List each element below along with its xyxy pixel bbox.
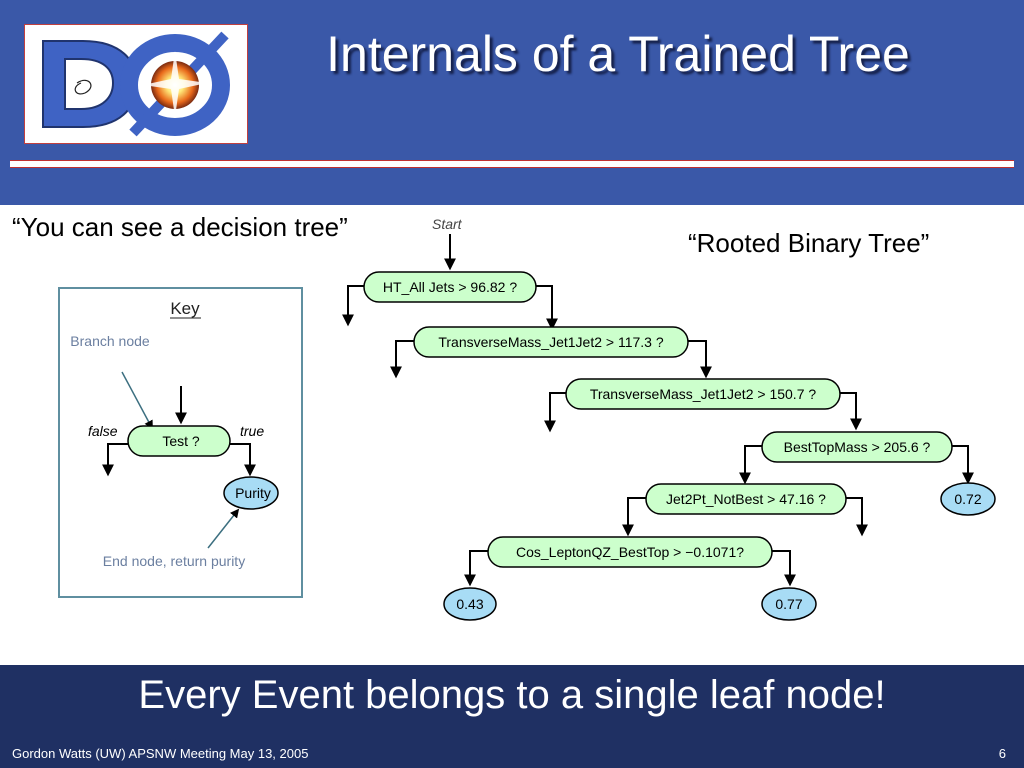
- node3-true-connector: [840, 392, 862, 431]
- bottom-banner: [0, 665, 1024, 768]
- tree-start-label: Start: [432, 216, 463, 232]
- node5-false-connector: [622, 497, 646, 537]
- tree-node: [487, 536, 773, 568]
- tree-leaf: [443, 587, 497, 621]
- d0-logo: DØ: [24, 24, 248, 144]
- tree-node-label: BestTopMass > 205.6 ?: [784, 439, 931, 455]
- key-false-label: false: [88, 423, 118, 439]
- node6-false-connector: [464, 550, 488, 587]
- key-leaf-node-label: Purity: [235, 485, 271, 501]
- node1-true-connector: [536, 285, 558, 331]
- tree-node-label: Cos_LeptonQZ_BestTop > −0.1071?: [516, 544, 744, 560]
- tree-node: [565, 378, 841, 410]
- node6-true-connector: [772, 550, 796, 587]
- key-true-connector: [230, 443, 256, 477]
- key-branch-pointer: [121, 371, 153, 430]
- quote-rooted-binary-tree: “Rooted Binary Tree”: [688, 228, 930, 258]
- tree-node-label: HT_All Jets > 96.82 ?: [383, 279, 517, 295]
- key-true-label: true: [240, 423, 264, 439]
- node4-false-connector: [739, 445, 762, 485]
- key-end-label: End node, return purity: [103, 553, 245, 569]
- tree-node: [761, 431, 953, 463]
- key-leaf-node: [223, 476, 279, 510]
- banner-text: Every Event belongs to a single leaf nod…: [138, 673, 886, 717]
- tree-node-label: TransverseMass_Jet1Jet2 > 150.7 ?: [590, 386, 817, 402]
- key-branch-label: Branch node: [70, 333, 150, 349]
- tree-node: [363, 271, 537, 303]
- key-box: Key Branch node false true Test ? Purity…: [58, 287, 303, 598]
- tree-node-label: Jet2Pt_NotBest > 47.16 ?: [666, 491, 826, 507]
- tree-leaf: [761, 587, 817, 621]
- header-divider: [10, 160, 1014, 168]
- tree-leaf-label: 0.72: [954, 491, 981, 507]
- key-end-pointer: [207, 508, 240, 549]
- tree-node: [413, 326, 689, 358]
- node4-true-connector: [952, 445, 974, 485]
- quote-decision-tree: “You can see a decision tree”: [12, 212, 348, 242]
- footer-credit: Gordon Watts (UW) APSNW Meeting May 13, …: [12, 746, 309, 761]
- tree-branch-nodes: HT_All Jets > 96.82 ? TransverseMass_Jet…: [363, 271, 953, 568]
- tree-leaf: [940, 482, 996, 516]
- key-false-connector: [102, 443, 128, 477]
- tree-connectors: [342, 285, 974, 587]
- tree-node-label: TransverseMass_Jet1Jet2 > 117.3 ?: [438, 334, 663, 350]
- tree-node: [645, 483, 847, 515]
- node5-true-connector: [846, 497, 868, 537]
- node1-false-connector: [342, 285, 364, 327]
- node2-true-connector: [688, 340, 712, 379]
- logo-text: DØ: [125, 136, 127, 138]
- slide-title: Internals of a Trained Tree: [326, 26, 910, 82]
- tree-leaf-nodes: 0.72 0.43 0.77: [443, 482, 996, 621]
- key-title: Key: [170, 299, 200, 318]
- d0-logo-graphic: DØ: [42, 31, 230, 138]
- node2-false-connector: [390, 340, 414, 379]
- key-test-node: [127, 425, 231, 457]
- page-number: 6: [998, 746, 1006, 761]
- tree-leaf-label: 0.43: [456, 596, 483, 612]
- node3-false-connector: [544, 392, 566, 433]
- key-test-node-label: Test ?: [162, 433, 200, 449]
- tree-leaf-label: 0.77: [775, 596, 802, 612]
- decision-tree-diagram: Key Branch node false true Test ? Purity…: [58, 216, 996, 621]
